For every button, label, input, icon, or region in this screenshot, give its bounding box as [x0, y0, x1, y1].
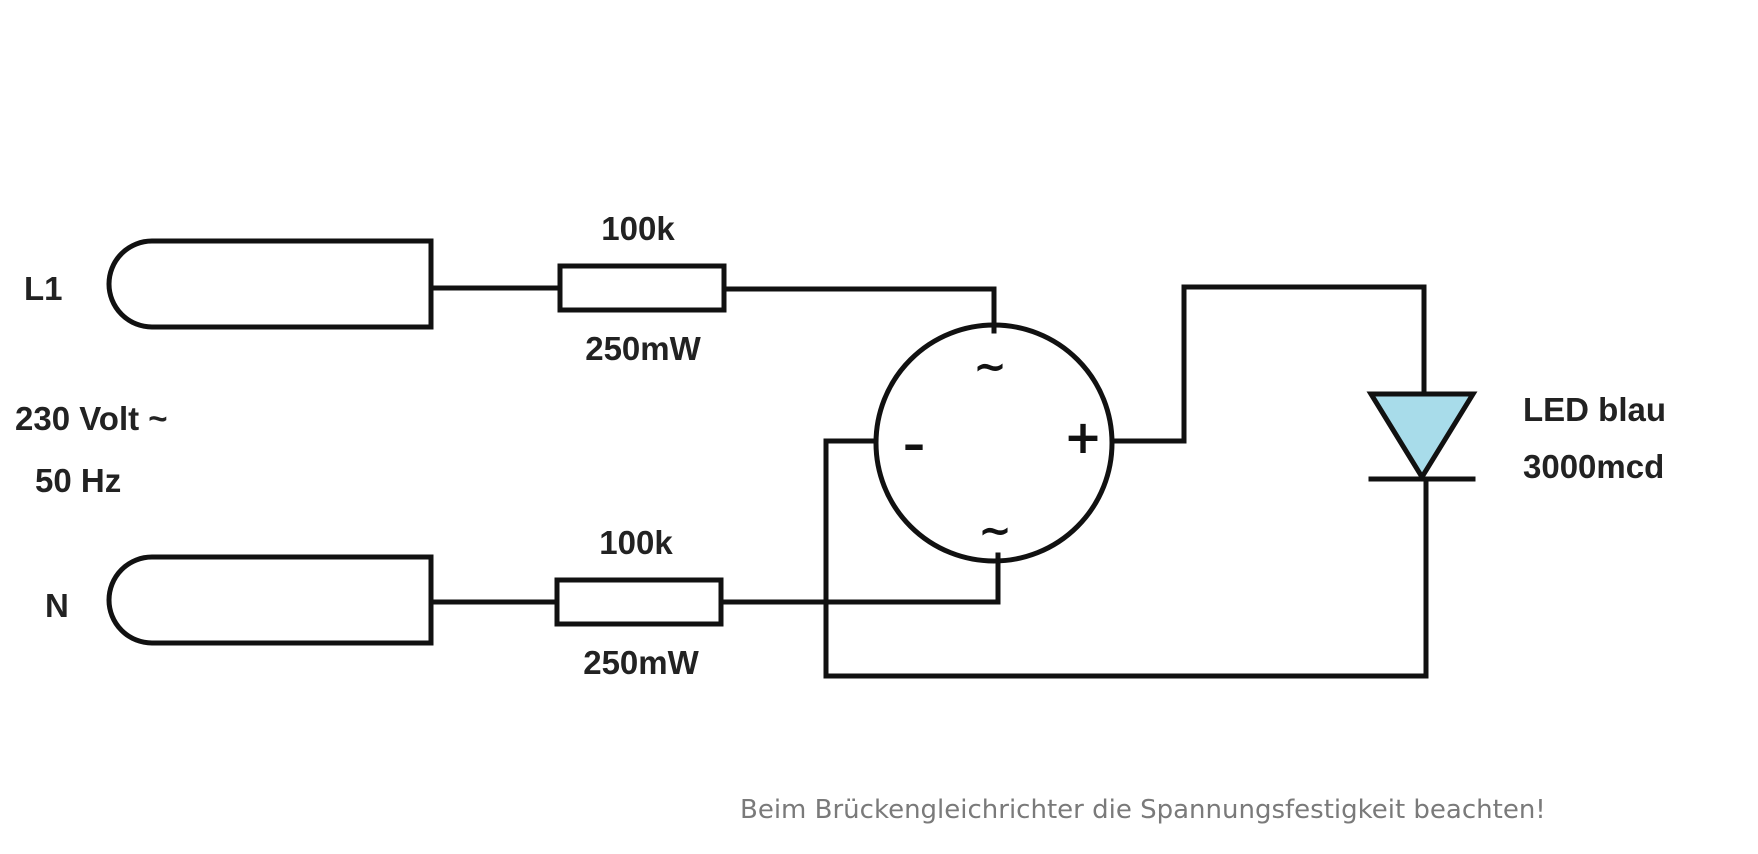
resistor-top-power-label: 250mW: [585, 330, 701, 367]
l1-plug-pin: [106, 238, 434, 330]
led-intensity-label: 3000mcd: [1523, 448, 1664, 485]
resistor-top-to-bridge-wire: [721, 286, 997, 334]
resistor-top: [557, 263, 727, 313]
minus-output-wire: [823, 438, 1429, 679]
frequency-label: 50 Hz: [35, 462, 121, 499]
resistor-top-value-label: 100k: [601, 210, 675, 247]
resistor-bottom-value-label: 100k: [599, 524, 673, 561]
n-plug-pin: [106, 554, 434, 646]
resistor-bottom-power-label: 250mW: [583, 644, 699, 681]
bridge-minus-symbol: –: [903, 419, 925, 470]
footer-note: Beim Brückengleichrichter die Spannungsf…: [740, 795, 1546, 825]
voltage-label: 230 Volt ~: [15, 400, 168, 437]
bridge-plus-symbol: +: [1064, 410, 1103, 464]
bridge-ac-bottom-symbol: ~: [978, 508, 1012, 554]
resistor-bottom-to-bridge-wire: [718, 552, 1001, 605]
bridge-ac-top-symbol: ~: [973, 344, 1007, 390]
resistor-bottom: [554, 577, 724, 627]
l1-label: L1: [24, 270, 63, 307]
led-name-label: LED blau: [1523, 391, 1666, 428]
led-triangle: [1366, 391, 1478, 482]
n-label: N: [45, 587, 69, 624]
plus-output-wire: [1109, 284, 1427, 444]
